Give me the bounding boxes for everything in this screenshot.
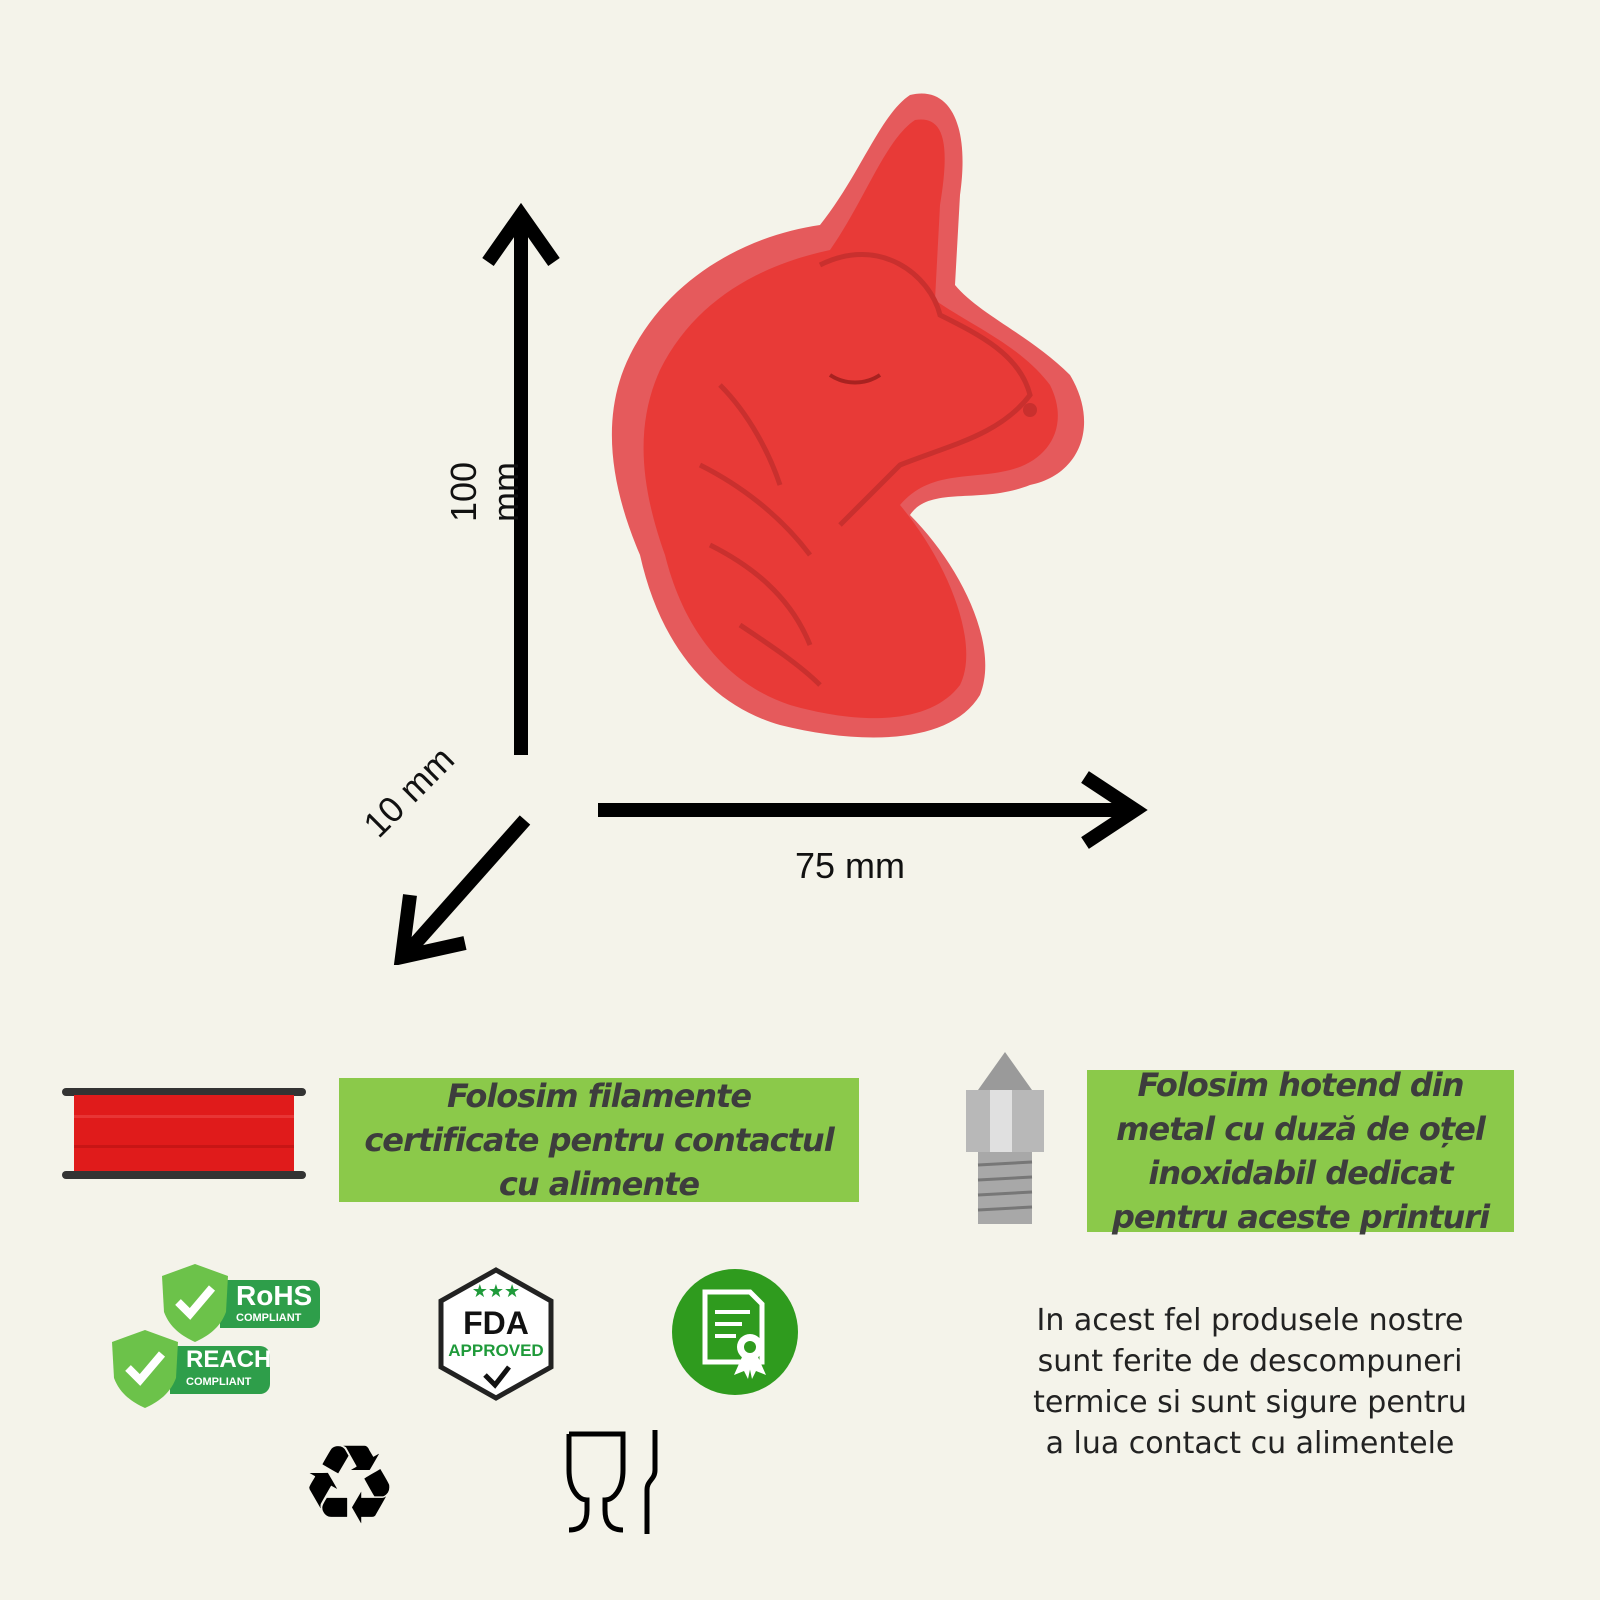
filament-info-box: Folosim filamente certificate pentru con… (339, 1077, 859, 1203)
shield-check-icon (162, 1264, 228, 1342)
safety-info-text: In acest fel produsele nostre sunt ferit… (1033, 1303, 1467, 1461)
fda-approved-badge: ★★★ FDA APPROVED (437, 1267, 555, 1401)
shield-check-icon (112, 1330, 178, 1408)
reach-badge: REACH COMPLIANT (110, 1328, 275, 1418)
food-safe-icon (566, 1430, 658, 1534)
filament-spool-image (62, 1088, 306, 1179)
certificate-icon (672, 1269, 798, 1395)
width-label: 75 mm (795, 845, 906, 886)
rohs-badge: RoHS COMPLIANT (160, 1262, 325, 1352)
nozzle-image (966, 1052, 1044, 1224)
depth-arrow (393, 815, 531, 965)
width-arrow (598, 771, 1148, 849)
unicorn-cookie-cutter-image (611, 93, 1085, 738)
hotend-info-box: Folosim hotend din metal cu duză de oțel… (1087, 1066, 1514, 1236)
height-label: 100 mm (443, 461, 526, 523)
height-arrow (482, 202, 560, 755)
recycle-icon: ♻ (300, 1421, 399, 1549)
stars-icon: ★★★ (471, 1281, 521, 1302)
